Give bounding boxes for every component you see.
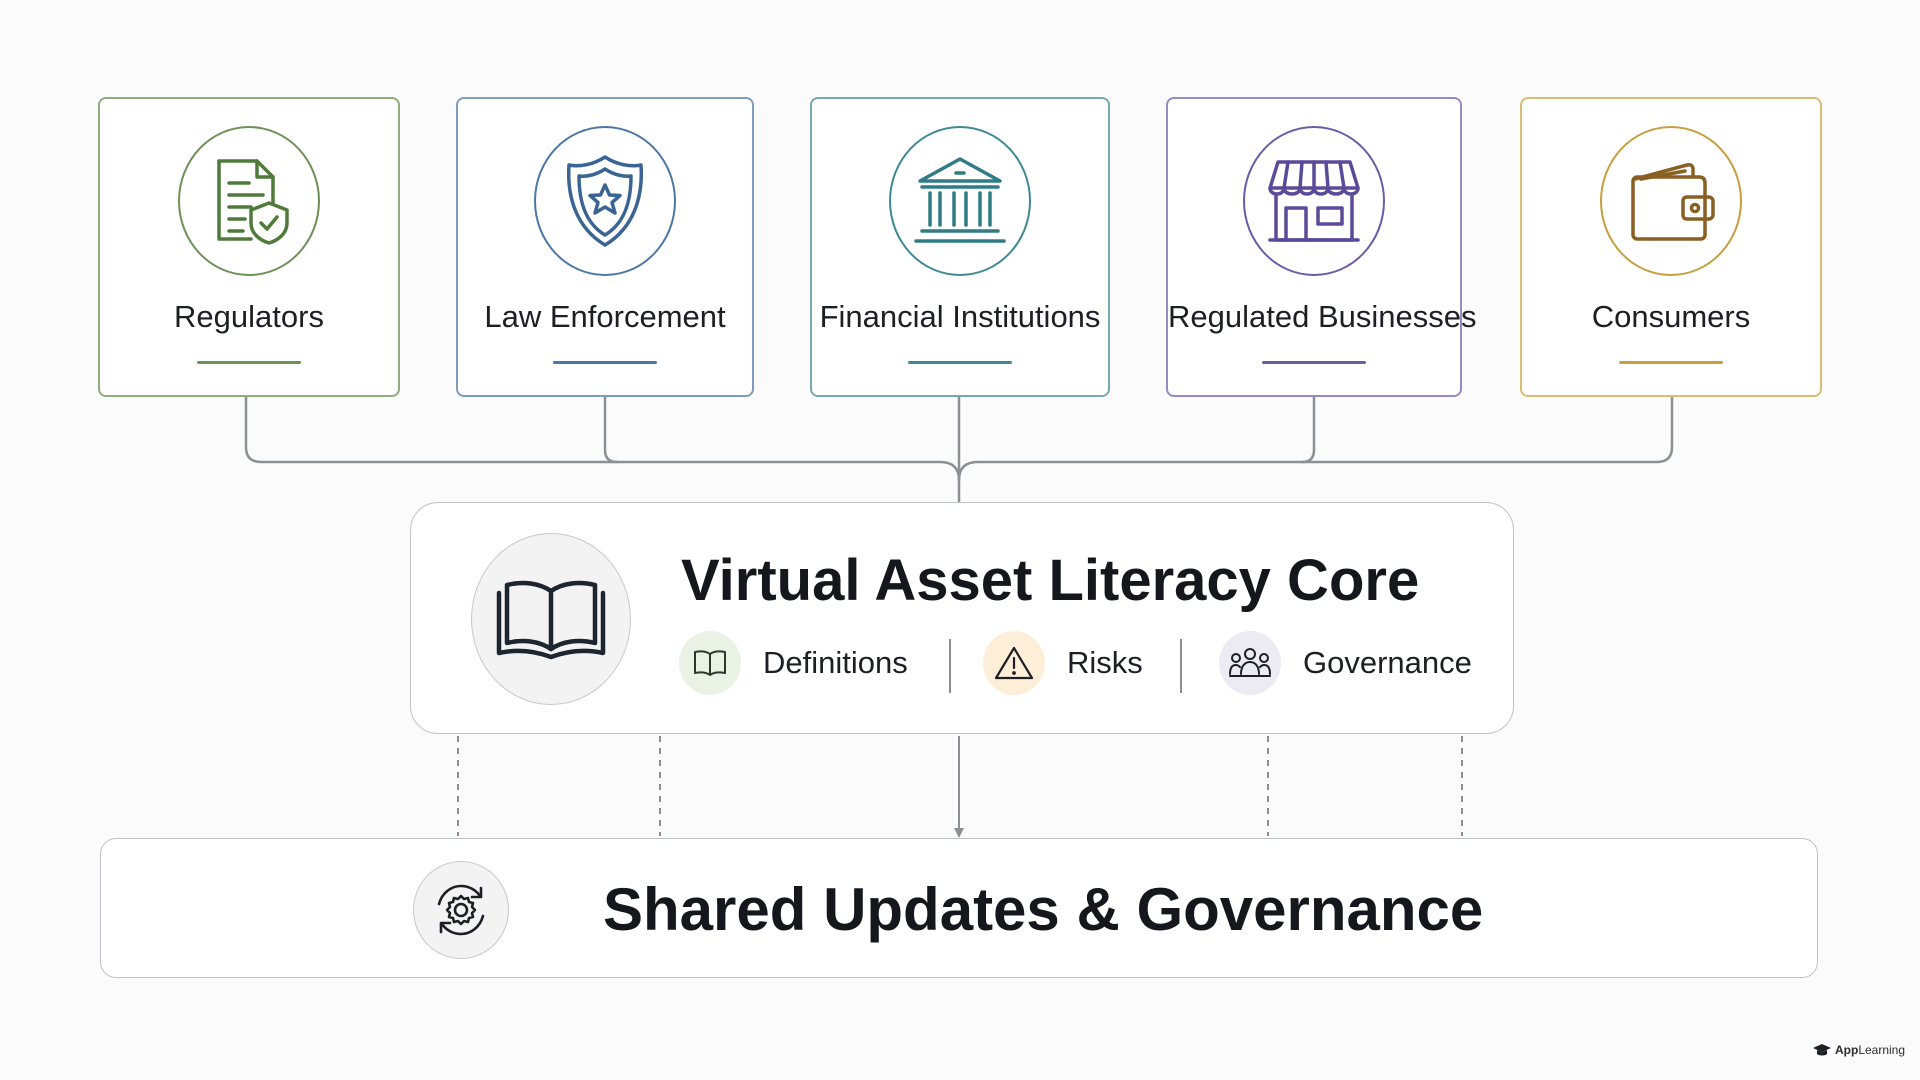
graduation-cap-icon	[1813, 1044, 1831, 1056]
core-divider-2	[1180, 639, 1182, 693]
law-enforcement-label: Law Enforcement	[484, 299, 726, 334]
financial-institutions-icon-circle	[889, 126, 1031, 276]
connector-regulators	[244, 395, 961, 482]
brand-name-bold: App	[1835, 1043, 1859, 1057]
card-financial-institutions: Financial Institutions	[810, 97, 1110, 397]
consumers-underline	[1619, 361, 1723, 364]
literacy-core-panel: Virtual Asset Literacy Core Definitions …	[410, 502, 1514, 734]
regulators-icon-circle	[178, 126, 320, 276]
consumers-icon-circle	[1600, 126, 1742, 276]
connector-law-enforcement	[603, 395, 619, 464]
connector-regulated-businesses	[1300, 395, 1316, 464]
core-title: Virtual Asset Literacy Core	[681, 548, 1420, 613]
wallet-icon	[1631, 163, 1715, 241]
base-icon-circle	[413, 861, 509, 959]
core-item-governance: Governance	[1219, 631, 1472, 695]
governance-icon-circle	[1219, 631, 1281, 695]
people-group-icon	[1229, 648, 1271, 677]
regulated-businesses-label: Regulated Businesses	[1168, 299, 1477, 334]
police-badge-icon	[566, 155, 644, 247]
regulators-label: Regulators	[174, 299, 324, 334]
book-icon	[694, 650, 726, 676]
bank-icon	[914, 157, 1006, 243]
definitions-icon-circle	[679, 631, 741, 695]
base-title: Shared Updates & Governance	[603, 876, 1484, 943]
storefront-icon	[1268, 160, 1360, 242]
gear-sync-icon	[437, 884, 485, 936]
risks-label: Risks	[1067, 645, 1143, 680]
consumers-label: Consumers	[1591, 299, 1751, 334]
open-book-icon	[496, 580, 606, 660]
definitions-label: Definitions	[763, 645, 908, 680]
law-enforcement-underline	[553, 361, 657, 364]
card-law-enforcement: Law Enforcement	[456, 97, 754, 397]
card-consumers: Consumers	[1520, 97, 1822, 397]
financial-institutions-underline	[908, 361, 1012, 364]
core-item-definitions: Definitions	[679, 631, 908, 695]
regulated-businesses-underline	[1262, 361, 1366, 364]
document-shield-icon	[217, 159, 289, 245]
core-divider-1	[949, 639, 951, 693]
warning-icon	[994, 646, 1034, 680]
governance-label: Governance	[1303, 645, 1472, 680]
core-to-base-arrowhead	[954, 828, 964, 838]
card-regulators: Regulators	[98, 97, 400, 397]
card-regulated-businesses: Regulated Businesses	[1166, 97, 1477, 397]
core-item-risks: Risks	[983, 631, 1143, 695]
shared-updates-panel: Shared Updates & Governance	[100, 838, 1818, 978]
regulated-businesses-icon-circle	[1243, 126, 1385, 276]
core-icon-circle	[471, 533, 631, 705]
brand-name-rest: Learning	[1858, 1043, 1906, 1057]
connector-consumers	[957, 395, 1674, 482]
risks-icon-circle	[983, 631, 1045, 695]
financial-institutions-label: Financial Institutions	[819, 299, 1101, 334]
law-enforcement-icon-circle	[534, 126, 676, 276]
regulators-underline	[197, 361, 301, 364]
